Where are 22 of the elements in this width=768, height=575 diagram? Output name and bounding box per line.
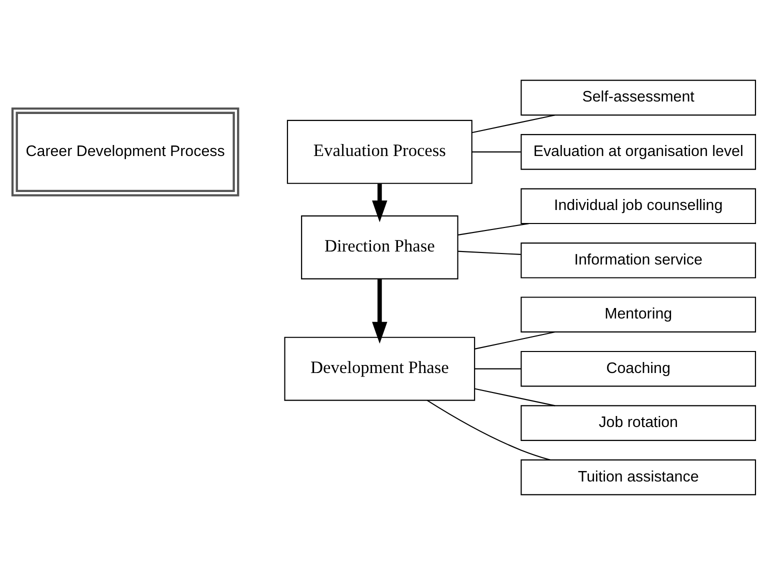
node-box: Mentoring	[520, 296, 756, 333]
arrow	[372, 184, 388, 222]
connector	[472, 114, 556, 134]
node-box: Development Phase	[284, 336, 476, 401]
node-box: Self-assessment	[520, 80, 756, 116]
node-box: Evaluation Process	[286, 120, 472, 184]
connector	[474, 331, 556, 350]
node-box: Individual job counselling	[520, 188, 756, 224]
connector	[474, 368, 521, 370]
node-box: Tuition assistance	[520, 459, 756, 496]
node-box: Job rotation	[520, 405, 756, 441]
connector	[458, 223, 529, 236]
node-box: Evaluation at organisation level	[520, 134, 756, 170]
connector	[472, 151, 521, 152]
connector	[474, 388, 556, 406]
arrow	[372, 278, 388, 344]
connector	[458, 250, 521, 256]
node-box: Information service	[520, 242, 756, 278]
node-box: Direction Phase	[301, 215, 458, 280]
node-box: Coaching	[520, 350, 756, 387]
connector	[426, 400, 550, 460]
node-box: Career Development Process	[11, 107, 240, 196]
